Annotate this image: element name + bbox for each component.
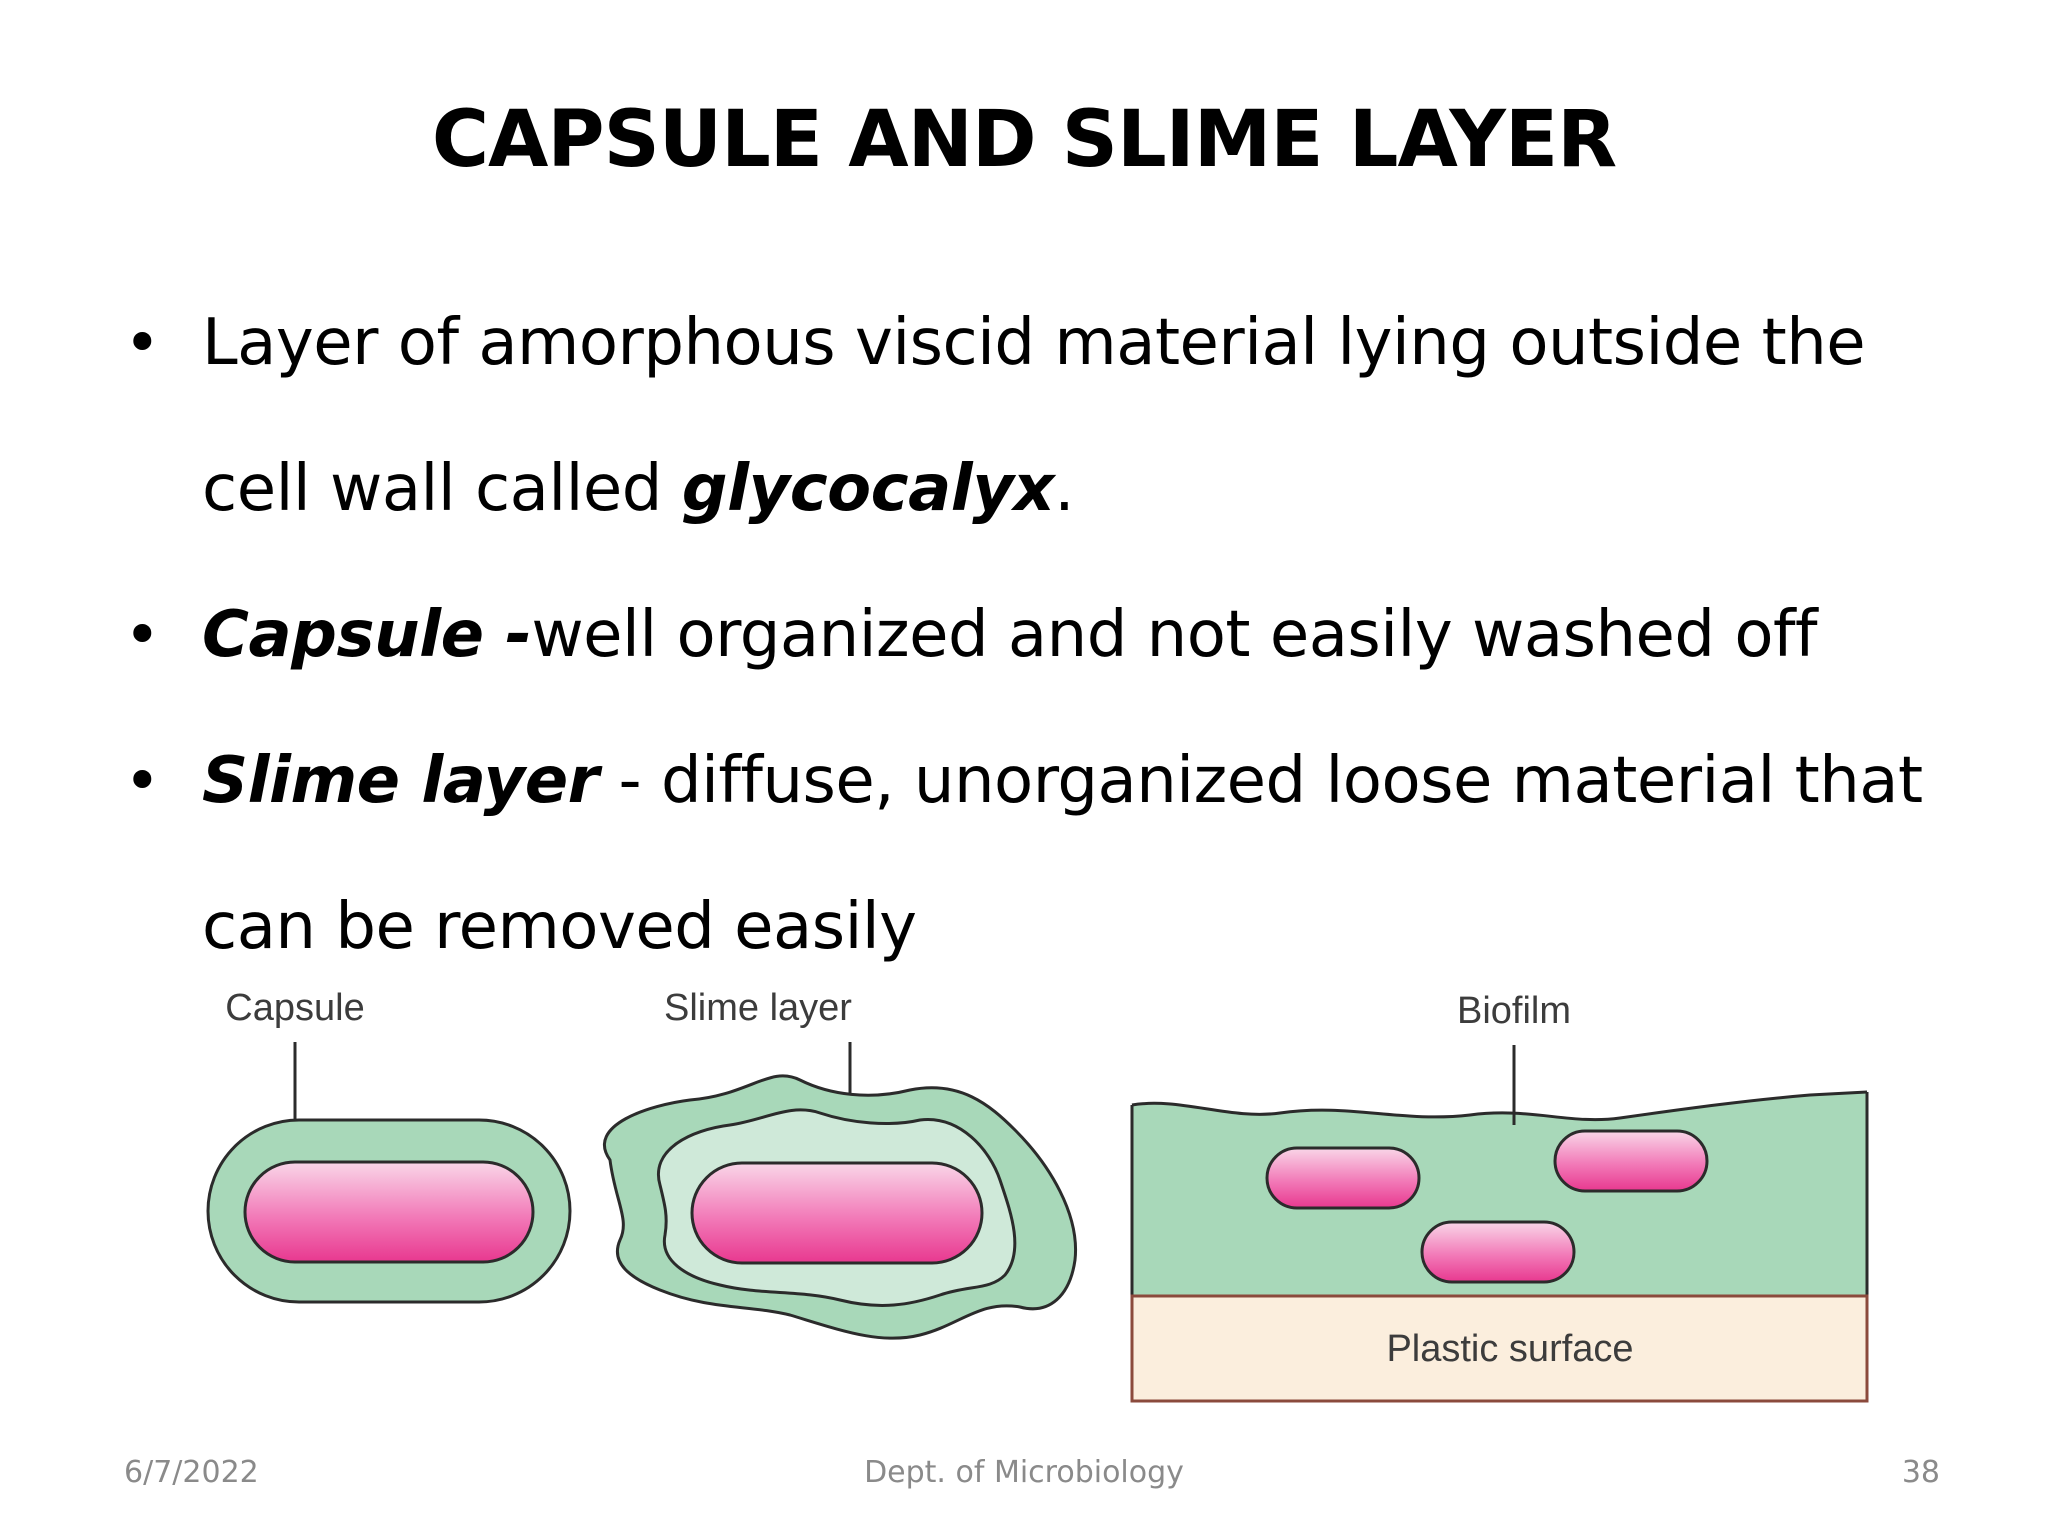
slide-number: 38 (1901, 1455, 1940, 1490)
biofilm-illustration: Biofilm Plastic surface (1130, 990, 1869, 1403)
biofilm-bacterium-2 (1553, 1129, 1709, 1193)
biofilm-bacterium-1 (1265, 1146, 1421, 1210)
slime-layer-bacterium (690, 1161, 984, 1265)
bullet-list: • Layer of amorphous viscid material lyi… (118, 270, 1998, 1000)
bullet-icon: • (124, 306, 161, 379)
bullet-1-period: . (1054, 452, 1075, 526)
footer-date: 6/7/2022 (124, 1455, 259, 1490)
biofilm-label: Biofilm (1457, 990, 1571, 1032)
plastic-surface (1130, 1294, 1869, 1403)
footer-department: Dept. of Microbiology (864, 1455, 1184, 1490)
glycocalyx-term: glycocalyx (681, 452, 1055, 526)
slime-layer-definition-line-2: can be removed easily (202, 890, 917, 964)
glycocalyx-diagram: Capsule Slime layer Biofilm Plastic su (206, 987, 1869, 1403)
biofilm-surface-line (1131, 1090, 1868, 1122)
plastic-surface-label: Plastic surface (1386, 1328, 1633, 1370)
capsule-definition: well organized and not easily washed off (531, 598, 1818, 672)
capsule-term: Capsule - (202, 598, 532, 672)
capsule-illustration: Capsule (206, 987, 572, 1304)
bullet-capsule: • Capsule -well organized and not easily… (118, 562, 1998, 708)
capsule-bacterium (243, 1160, 535, 1264)
bullet-glycocalyx: • Layer of amorphous viscid material lyi… (118, 270, 1998, 562)
bullet-1-line-2: cell wall called (202, 452, 682, 526)
bullet-1-line-1: Layer of amorphous viscid material lying… (202, 306, 1866, 380)
bullet-icon: • (124, 744, 161, 817)
biofilm-bacterium-3 (1420, 1220, 1576, 1284)
bullet-icon: • (124, 598, 161, 671)
capsule-label: Capsule (225, 987, 364, 1029)
glycocalyx-figure: Capsule Slime layer Biofilm Plastic su (190, 985, 1890, 1415)
slime-layer-label: Slime layer (664, 987, 852, 1029)
slime-layer-illustration: Slime layer (602, 987, 1078, 1340)
bullet-slime-layer: • Slime layer - diffuse, unorganized loo… (118, 708, 1998, 1000)
slime-layer-term: Slime layer (202, 744, 599, 818)
slime-layer-definition: - diffuse, unorganized loose material th… (598, 744, 1924, 818)
slide-title: CAPSULE AND SLIME LAYER (431, 95, 1617, 185)
